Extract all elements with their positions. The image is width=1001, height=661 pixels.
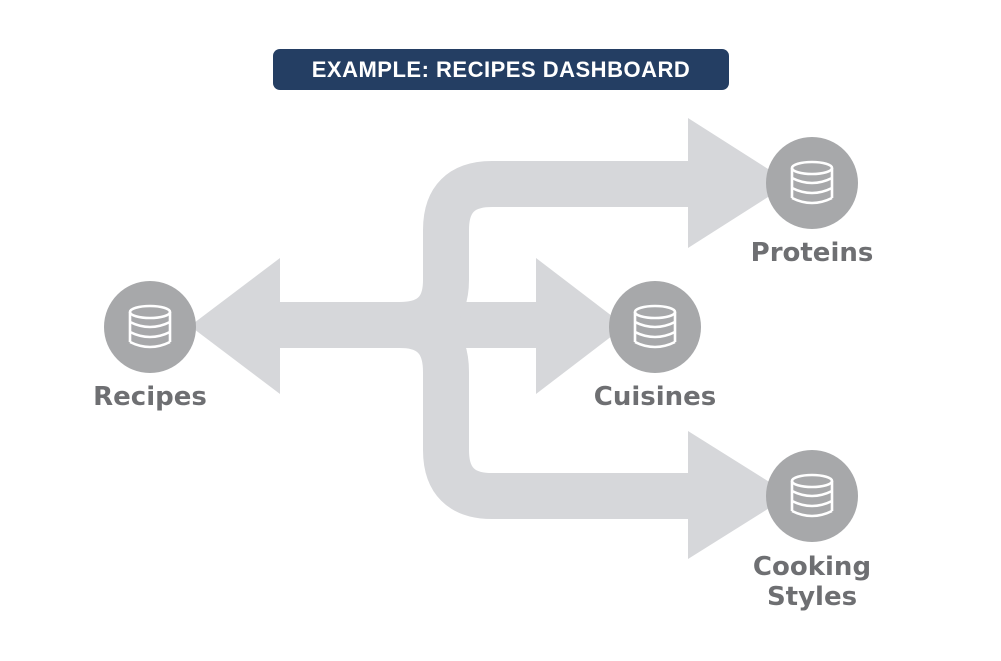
- arrowhead-left-recipes: [190, 258, 280, 394]
- recipes-label: Recipes: [93, 382, 207, 412]
- recipes-node: [104, 281, 196, 373]
- database-icon: [790, 160, 834, 205]
- diagram-title: EXAMPLE: RECIPES DASHBOARD: [273, 49, 729, 90]
- arrowhead-right-proteins: [688, 118, 790, 248]
- arrow-group: [270, 161, 700, 519]
- cooking-styles-node: [766, 450, 858, 542]
- database-icon: [790, 473, 834, 518]
- arrowhead-right-cooking-styles: [688, 431, 790, 559]
- database-icon: [633, 304, 677, 349]
- arrowhead-right-cuisines: [536, 258, 625, 394]
- database-icon: [128, 304, 172, 349]
- proteins-label: Proteins: [750, 238, 874, 268]
- arrowheads: [190, 118, 790, 559]
- cooking-styles-label: Cooking Styles: [752, 552, 872, 612]
- cuisines-node: [609, 281, 701, 373]
- branch-to-cooking-styles: [398, 302, 700, 519]
- proteins-node: [766, 137, 858, 229]
- cuisines-label: Cuisines: [593, 382, 717, 412]
